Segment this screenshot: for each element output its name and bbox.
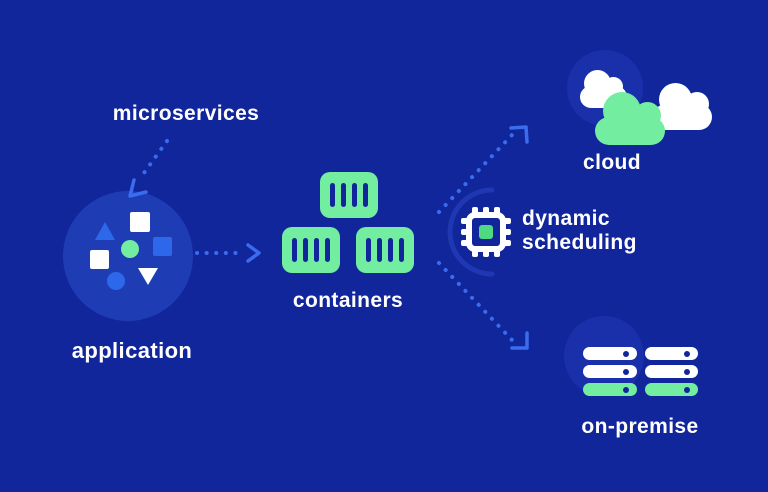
container-bar (303, 238, 308, 262)
server-led-dot (623, 368, 629, 375)
container-icon (282, 227, 340, 273)
container-bar (363, 183, 368, 207)
microservices-label: microservices (112, 102, 260, 125)
square-shape (90, 250, 109, 269)
on-premise-label: on-premise (581, 415, 699, 438)
triangle-down-shape (138, 268, 158, 285)
container-bar (377, 238, 382, 262)
cloud-label: cloud (583, 151, 641, 174)
application-label: application (71, 338, 193, 363)
scheduling-label-line1: dynamic (522, 207, 610, 230)
container-bar (330, 183, 335, 207)
arrowhead-containers (246, 243, 261, 263)
server-led-dot (623, 386, 629, 393)
chip-pin (501, 229, 511, 235)
arrowhead-microservices (128, 178, 148, 198)
dotted-line-to-onpremise (437, 261, 514, 342)
container-bar (314, 238, 319, 262)
chip-core (479, 225, 493, 239)
circle-shape (107, 272, 125, 290)
application-shapes-icon (63, 191, 193, 321)
server-bar (583, 347, 637, 360)
server-led-dot (684, 368, 690, 375)
chip-pin (494, 247, 500, 257)
dotted-line-to-cloud (437, 133, 514, 214)
scheduling-label-line2: scheduling (522, 231, 637, 254)
container-bar (366, 238, 371, 262)
container-bar (292, 238, 297, 262)
dynamic-scheduling-label: dynamic scheduling (522, 207, 637, 255)
server-bar (583, 383, 637, 396)
container-bar (341, 183, 346, 207)
chip-pin (501, 218, 511, 224)
server-led-dot (684, 350, 690, 357)
server-bar (645, 365, 698, 378)
cloud-icon (595, 92, 665, 145)
server-bar (583, 365, 637, 378)
arrowhead-cloud (509, 125, 529, 144)
container-bar (399, 238, 404, 262)
square-shape (153, 237, 172, 256)
container-bar (325, 238, 330, 262)
cpu-chip-icon (460, 206, 512, 258)
scheduling-arc (447, 187, 495, 277)
triangle-up-shape (95, 222, 115, 240)
container-icon (356, 227, 414, 273)
circle-shape (121, 240, 139, 258)
chip-pin (483, 247, 489, 257)
square-shape (130, 212, 150, 232)
server-led-dot (684, 386, 690, 393)
container-bar (388, 238, 393, 262)
server-bar (645, 383, 698, 396)
arrowhead-onpremise (510, 331, 529, 350)
chip-pin (501, 240, 511, 246)
chip-pin (472, 247, 478, 257)
server-bar (645, 347, 698, 360)
chip-body (466, 212, 506, 252)
containers-label: containers (292, 289, 404, 312)
dotted-line-microservices (139, 139, 169, 179)
server-led-dot (623, 350, 629, 357)
cloud-icon (653, 83, 712, 130)
container-icon (320, 172, 378, 218)
cloud-base (595, 117, 665, 145)
container-bar (352, 183, 357, 207)
